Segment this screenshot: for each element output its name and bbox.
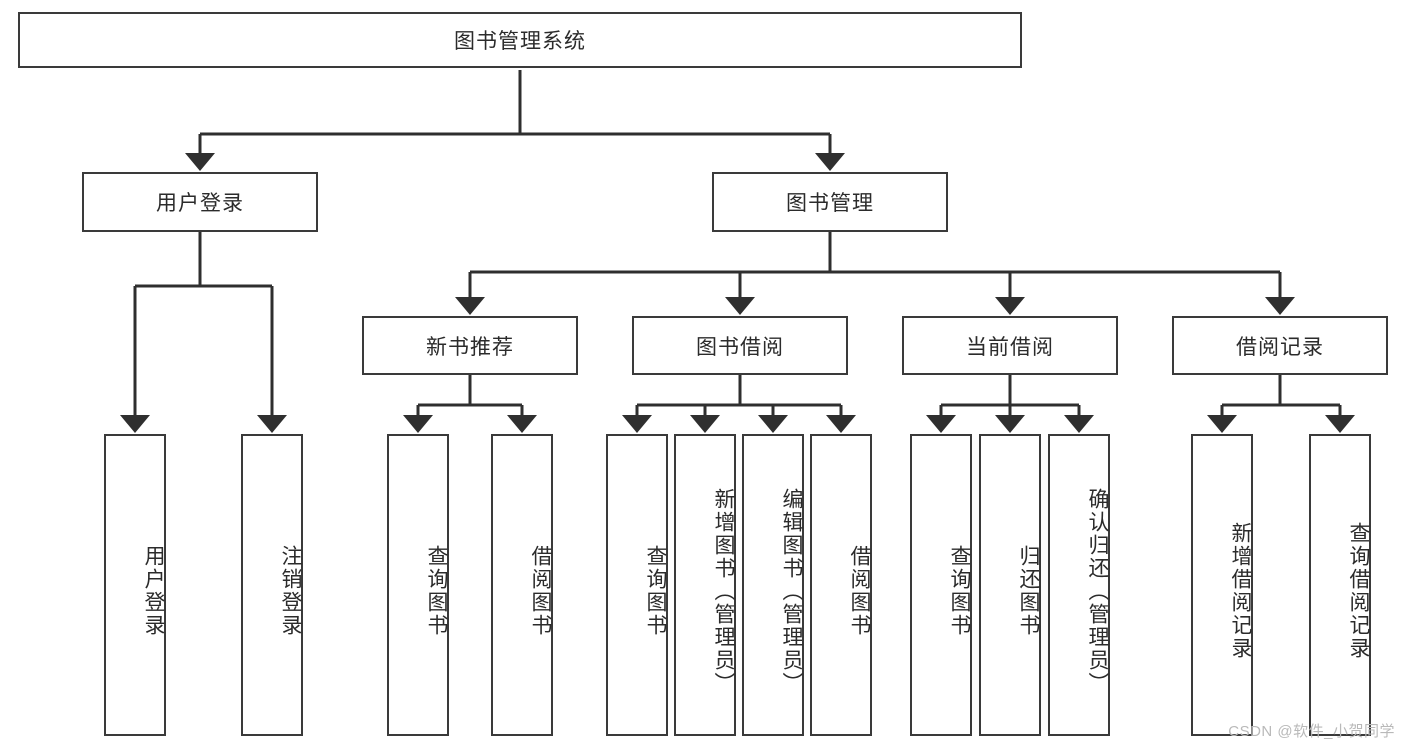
- leaf-query-book-recommend-label: 查询图书: [425, 545, 448, 637]
- leaf-query-borrow-record[interactable]: 查询借阅记录: [1309, 434, 1371, 736]
- leaf-borrow-book[interactable]: 借阅图书: [810, 434, 872, 736]
- node-current-borrow-label: 当前借阅: [966, 335, 1054, 359]
- node-root[interactable]: 图书管理系统: [18, 12, 1022, 68]
- csdn-watermark: CSDN @软件_小贺同学: [1228, 723, 1395, 740]
- node-root-label: 图书管理系统: [454, 30, 586, 53]
- leaf-query-borrow-record-label: 查询借阅记录: [1347, 522, 1370, 660]
- leaf-user-login-label: 用户登录: [142, 545, 165, 637]
- leaf-return-book-label: 归还图书: [1017, 545, 1040, 637]
- leaf-query-book-recommend[interactable]: 查询图书: [387, 434, 449, 736]
- node-new-book-recommend[interactable]: 新书推荐: [362, 316, 578, 375]
- leaf-confirm-return-admin[interactable]: 确认归还（管理员）: [1048, 434, 1110, 736]
- leaf-query-book-borrow[interactable]: 查询图书: [606, 434, 668, 736]
- leaf-add-borrow-record-label: 新增借阅记录: [1229, 522, 1252, 660]
- node-book-borrow[interactable]: 图书借阅: [632, 316, 848, 375]
- node-book-management-label: 图书管理: [786, 192, 874, 215]
- leaf-edit-book-admin-label: 编辑图书（管理员）: [780, 487, 803, 695]
- leaf-query-book-current[interactable]: 查询图书: [910, 434, 972, 736]
- node-user-login[interactable]: 用户登录: [82, 172, 318, 232]
- node-user-login-label: 用户登录: [156, 192, 244, 215]
- node-new-book-recommend-label: 新书推荐: [426, 335, 514, 359]
- leaf-query-book-borrow-label: 查询图书: [644, 545, 667, 637]
- leaf-add-book-admin[interactable]: 新增图书（管理员）: [674, 434, 736, 736]
- node-borrow-record-label: 借阅记录: [1236, 335, 1324, 359]
- leaf-borrow-book-recommend[interactable]: 借阅图书: [491, 434, 553, 736]
- leaf-logout[interactable]: 注销登录: [241, 434, 303, 736]
- leaf-logout-label: 注销登录: [279, 545, 302, 637]
- leaf-borrow-book-recommend-label: 借阅图书: [529, 545, 552, 637]
- node-borrow-record[interactable]: 借阅记录: [1172, 316, 1388, 375]
- leaf-add-book-admin-label: 新增图书（管理员）: [712, 487, 735, 695]
- leaf-return-book[interactable]: 归还图书: [979, 434, 1041, 736]
- leaf-edit-book-admin[interactable]: 编辑图书（管理员）: [742, 434, 804, 736]
- node-book-management[interactable]: 图书管理: [712, 172, 948, 232]
- node-book-borrow-label: 图书借阅: [696, 335, 784, 359]
- leaf-user-login[interactable]: 用户登录: [104, 434, 166, 736]
- leaf-confirm-return-admin-label: 确认归还（管理员）: [1086, 487, 1109, 695]
- node-current-borrow[interactable]: 当前借阅: [902, 316, 1118, 375]
- leaf-add-borrow-record[interactable]: 新增借阅记录: [1191, 434, 1253, 736]
- leaf-query-book-current-label: 查询图书: [948, 545, 971, 637]
- leaf-borrow-book-label: 借阅图书: [848, 545, 871, 637]
